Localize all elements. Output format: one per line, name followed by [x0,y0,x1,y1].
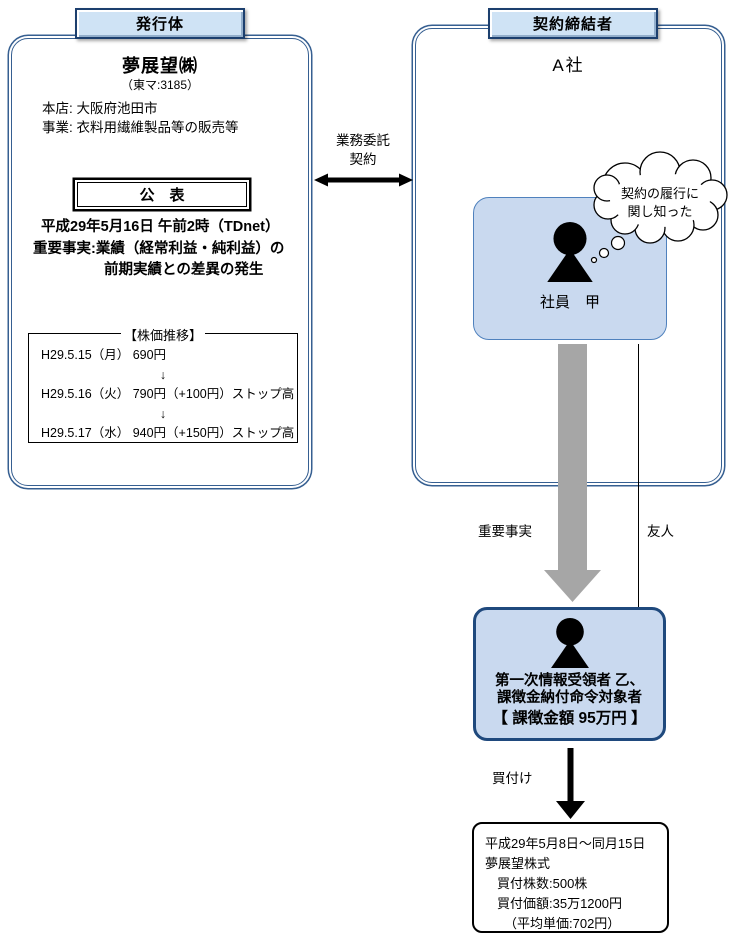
thought-bubble: 契約の履行に 関し知った [590,151,728,264]
stock-history-box: 【株価推移】 H29.5.15（月） 690円 ↓ H29.5.16（火） 79… [28,325,298,444]
stock-history-lines: H29.5.15（月） 690円 ↓ H29.5.16（火） 790円（+100… [29,334,297,444]
outsourcing-label-line2: 契約 [349,152,377,167]
stock-line-3: H29.5.17（水） 940円（+150円）ストップ高 [41,426,295,440]
down-arrow-glyph: ↓ [159,406,167,421]
announcement-text: 平成29年5月16日 午前2時（TDnet） 重要事実:業績（経常利益・純利益）… [12,217,308,282]
recipient-line-1: 第一次情報受領者 乙、 [494,673,645,689]
person-icon [547,222,593,282]
contractor-header-label: 契約締結者 [532,16,613,33]
purchase-avg-price-line: （平均単価:702円） [504,916,621,931]
contractor-company-name: A社 [552,56,585,75]
purchase-detail-box: 平成29年5月8日～同月15日 夢展望株式 買付株数:500株 買付価額:35万… [472,822,669,933]
friend-connector-line [638,344,640,607]
issuer-office-line: 本店: 大阪府池田市 [42,101,158,116]
announcement-date-line: 平成29年5月16日 午前2時（TDnet） [41,219,280,235]
issuer-info: 本店: 大阪府池田市 事業: 衣料用繊維製品等の販売等 [42,99,239,137]
purchase-stock-line: 夢展望株式 [485,856,551,871]
outsourcing-contract-label: 業務委託 契約 [316,131,410,169]
purchase-shares-line: 買付株数:500株 [497,876,588,891]
outsourcing-label-line1: 業務委託 [336,133,390,148]
penalty-amount-line: 【 課徴金額 95万円 】 [492,710,647,727]
issuer-company-name: 夢展望㈱ [122,56,198,76]
issuer-ticker: （東マ:3185） [120,78,200,92]
recipient-box: 第一次情報受領者 乙、 課徴金納付命令対象者 【 課徴金額 95万円 】 [473,607,666,741]
double-headed-arrow-icon [314,173,413,187]
stock-line-1: H29.5.15（月） 690円 [41,348,167,362]
purchase-period-line: 平成29年5月8日～同月15日 [485,836,646,851]
employee-box: 社員 甲 [473,197,667,340]
purchase-edge-label: 買付け [492,771,533,786]
purchase-arrow-icon [556,748,585,819]
announcement-title: 公 表 [139,187,185,204]
issuer-box: 夢展望㈱ （東マ:3185） 本店: 大阪府池田市 事業: 衣料用繊維製品等の販… [11,38,309,486]
purchase-amount-line: 買付価額:35万1200円 [497,896,622,911]
thought-bubble-text-line1: 契約の履行に [621,186,699,201]
material-fact-line-1: 重要事実:業績（経常利益・純利益）の [33,240,285,257]
issuer-business-line: 事業: 衣料用繊維製品等の販売等 [42,120,239,135]
issuer-header-plate: 発行体 [75,8,245,39]
stock-history-title: 【株価推移】 [120,325,206,344]
person-icon [550,618,589,668]
issuer-header-label: 発行体 [135,16,184,33]
thought-bubble-text-line2: 関し知った [627,204,692,219]
stock-line-2: H29.5.16（火） 790円（+100円）ストップ高 [41,387,295,401]
material-fact-edge-label: 重要事実 [478,524,532,539]
material-fact-arrow-icon [544,344,601,602]
recipient-line-2: 課徴金納付命令対象者 [497,690,642,706]
material-fact-line-2: 前期実績との差異の発生 [104,262,264,278]
contractor-header-plate: 契約締結者 [488,8,658,39]
down-arrow-glyph: ↓ [159,367,167,382]
employee-label: 社員 甲 [539,294,600,311]
friend-edge-label: 友人 [647,524,674,539]
announcement-plate: 公 表 [77,182,247,207]
